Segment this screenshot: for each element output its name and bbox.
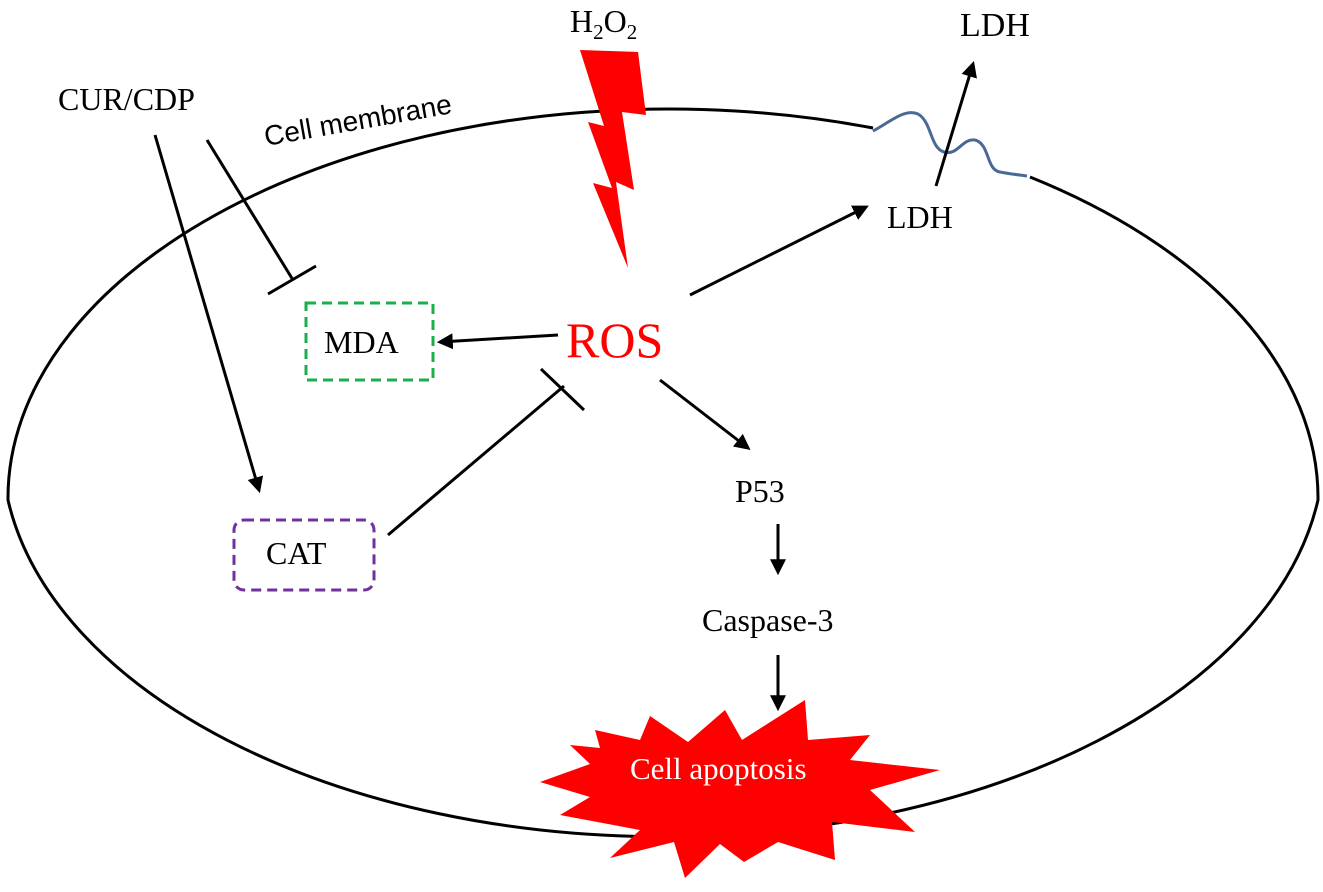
arrow-ldh-out [934, 60, 977, 187]
cell-membrane-label: Cell membrane [262, 88, 454, 151]
membrane-damage-wave [872, 111, 1028, 178]
ldh-inside-label: LDH [887, 199, 953, 235]
cat-label: CAT [266, 535, 327, 571]
inhibit-cat-to-ros-bar [539, 367, 586, 412]
cat-box [232, 518, 376, 592]
inhibit-cat-to-ros [387, 384, 565, 537]
ros-label: ROS [566, 312, 663, 368]
cur-cdp-label: CUR/CDP [58, 81, 195, 117]
cell-membrane [6, 107, 1320, 839]
arrow-cur-to-cat [153, 134, 264, 494]
apoptosis-burst-icon [540, 700, 940, 878]
arrow-ros-to-mda [436, 333, 559, 350]
p53-label: P53 [735, 473, 785, 509]
h2o2-label: H2O2 [570, 3, 637, 44]
ldh-outside-label: LDH [960, 7, 1030, 44]
inhibit-cur-to-mda-bar [267, 264, 317, 296]
arrow-ros-to-ldh [689, 205, 869, 297]
mda-label: MDA [324, 324, 399, 360]
mda-box [304, 301, 435, 382]
caspase3-label: Caspase-3 [702, 602, 834, 638]
inhibit-cur-to-mda [205, 139, 295, 281]
h2o2-bolt-icon [580, 50, 646, 268]
arrow-ros-to-p53 [659, 378, 751, 450]
apoptosis-label: Cell apoptosis [630, 751, 807, 786]
